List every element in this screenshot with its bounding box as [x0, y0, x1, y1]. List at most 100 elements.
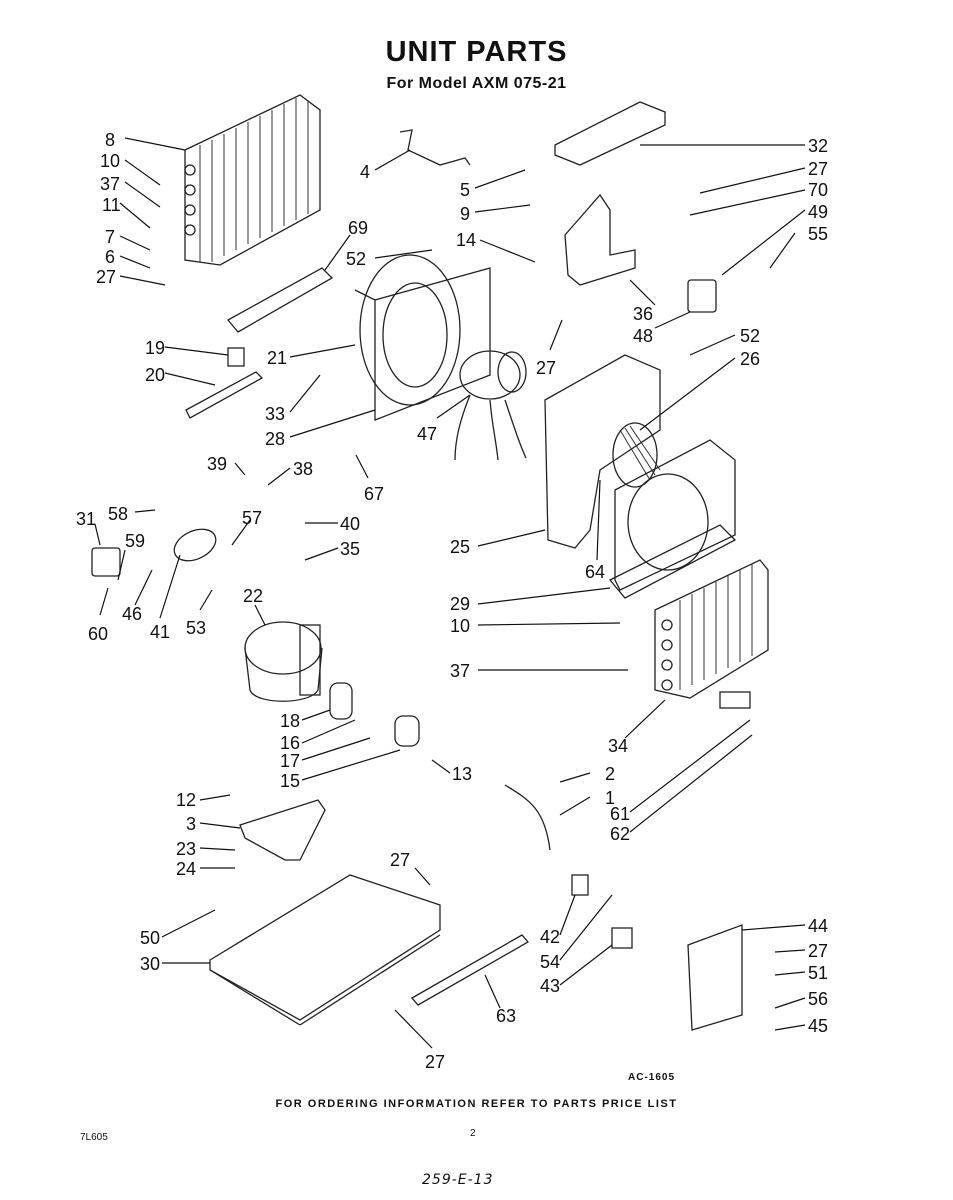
blower-housing-drawing [544, 354, 737, 599]
callout: 27 [425, 1052, 445, 1072]
callout: 24 [176, 859, 196, 879]
power-cord-drawing [504, 784, 551, 851]
callout: 27 [536, 358, 556, 378]
callout: 30 [140, 954, 160, 974]
callout: 63 [496, 1006, 516, 1026]
callout: 27 [808, 941, 828, 961]
callout: 52 [346, 249, 366, 269]
callout: 22 [243, 586, 263, 606]
run-capacitor-drawing [173, 528, 217, 562]
callout: 17 [280, 751, 300, 771]
callout: 49 [808, 202, 828, 222]
callout: 14 [456, 230, 476, 250]
compressor-drawing [244, 621, 323, 702]
callout: 52 [740, 326, 760, 346]
relay-drawing [91, 547, 121, 577]
callout: 23 [176, 839, 196, 859]
callout: 21 [267, 348, 287, 368]
callout: 13 [452, 764, 472, 784]
callout: 39 [207, 454, 227, 474]
bracket-drawing [399, 129, 471, 166]
callout: 37 [100, 174, 120, 194]
callout: 6 [105, 247, 115, 267]
callout: 55 [808, 224, 828, 244]
callout: 16 [280, 733, 300, 753]
callout: 25 [450, 537, 470, 557]
callout: 33 [265, 404, 285, 424]
callout: 40 [340, 514, 360, 534]
callout: 64 [585, 562, 605, 582]
thermostat-drawing [611, 927, 633, 949]
callout: 9 [460, 204, 470, 224]
callout: 47 [417, 424, 437, 444]
callout: 46 [122, 604, 142, 624]
callout: 57 [242, 508, 262, 528]
compressor-mount-drawing [239, 799, 326, 861]
callout: 18 [280, 711, 300, 731]
callout: 29 [450, 594, 470, 614]
callout: 54 [540, 952, 560, 972]
callout: 61 [610, 804, 630, 824]
drain-strip-drawing [410, 934, 530, 1006]
page-number: 2 [470, 1128, 476, 1139]
callout: 48 [633, 326, 653, 346]
callout: 45 [808, 1016, 828, 1036]
callout: 62 [610, 824, 630, 844]
callout: 69 [348, 218, 368, 238]
callout: 12 [176, 790, 196, 810]
fan-motor-drawing [454, 350, 527, 461]
callout: 51 [808, 963, 828, 983]
diagram-code: AC-1605 [628, 1072, 676, 1083]
callout: 42 [540, 927, 560, 947]
callout: 27 [390, 850, 410, 870]
callout: 2 [605, 764, 615, 784]
callout: 10 [100, 151, 120, 171]
callout: 37 [450, 661, 470, 681]
callout-numbers: 8 10 37 11 7 6 27 4 69 52 5 9 14 32 27 7… [76, 130, 828, 1072]
terminal-block-drawing [719, 691, 751, 709]
control-panel-drawing [687, 924, 743, 1031]
callout: 28 [265, 429, 285, 449]
callout: 35 [340, 539, 360, 559]
grommet-drawing [329, 682, 353, 720]
callout: 20 [145, 365, 165, 385]
spacer-drawing [227, 347, 245, 367]
callout: 19 [145, 338, 165, 358]
callout: 27 [808, 159, 828, 179]
callout: 31 [76, 509, 96, 529]
callout: 43 [540, 976, 560, 996]
callout: 58 [108, 504, 128, 524]
top-cover-drawing [554, 101, 666, 166]
callout: 56 [808, 989, 828, 1009]
callout: 60 [88, 624, 108, 644]
document-code: 7L605 [80, 1132, 108, 1143]
callout: 32 [808, 136, 828, 156]
condenser-coil-drawing [184, 94, 321, 266]
ordering-note: FOR ORDERING INFORMATION REFER TO PARTS … [275, 1098, 678, 1110]
foam-strip-drawing [226, 267, 334, 333]
evaporator-coil-drawing [654, 559, 769, 699]
callout: 11 [102, 195, 121, 215]
callout: 5 [460, 180, 470, 200]
callout: 3 [186, 814, 196, 834]
callout: 38 [293, 459, 313, 479]
callout: 15 [280, 771, 300, 791]
callout: 8 [105, 130, 115, 150]
callout: 27 [96, 267, 116, 287]
page-title: UNIT PARTS [385, 36, 568, 68]
callout: 44 [808, 916, 828, 936]
mounting-bracket-drawing [564, 193, 636, 286]
callout: 4 [360, 162, 370, 182]
terminal-cover-drawing [394, 715, 420, 747]
callout: 10 [450, 616, 470, 636]
seal-strip-drawing [185, 371, 264, 419]
leader-lines [94, 137, 806, 1049]
callout: 7 [105, 227, 115, 247]
capacitor-drawing [687, 279, 717, 313]
callout: 53 [186, 618, 206, 638]
callout: 34 [608, 736, 628, 756]
model-subtitle: For Model AXM 075-21 [386, 75, 567, 92]
handwritten-note: 259-E-13 [422, 1172, 494, 1188]
switch-drawing [571, 874, 589, 896]
callout: 50 [140, 928, 160, 948]
